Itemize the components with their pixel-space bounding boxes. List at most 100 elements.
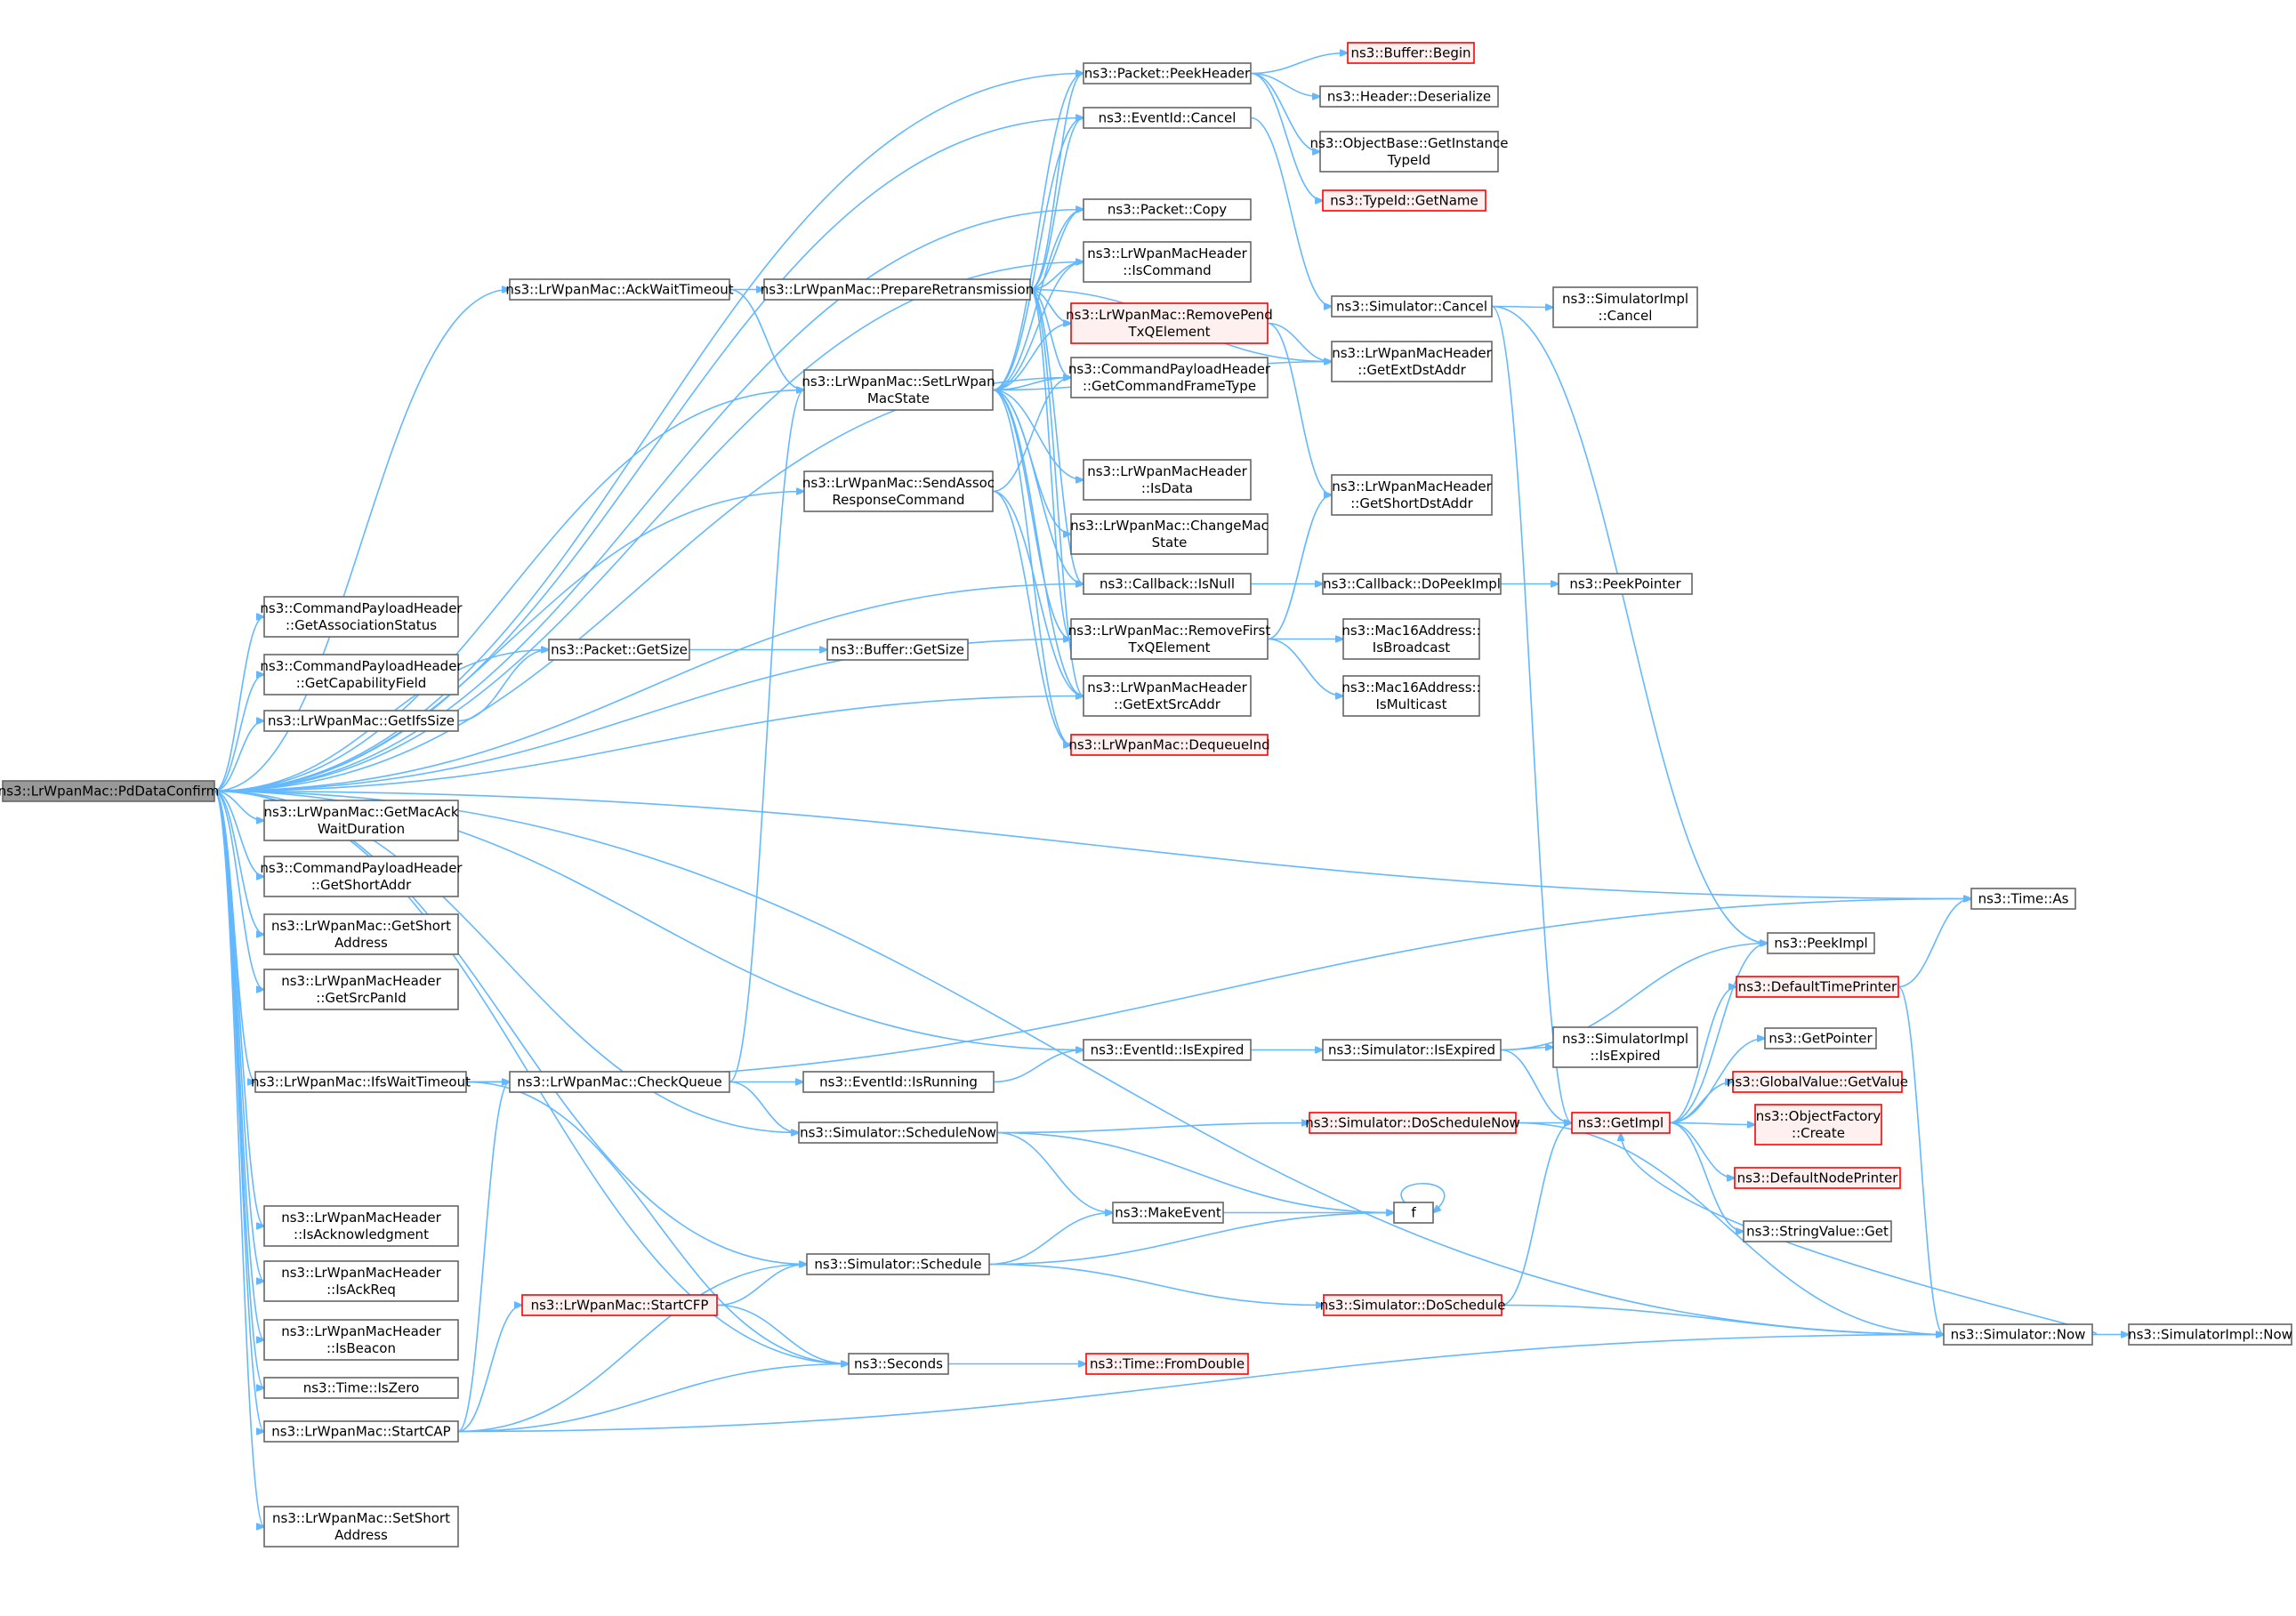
graph-node-bufbegin[interactable]: ns3::Buffer::Begin — [1347, 42, 1475, 64]
graph-node-defnodeprinter[interactable]: ns3::DefaultNodePrinter — [1734, 1167, 1901, 1189]
graph-node-fromdouble[interactable]: ns3::Time::FromDouble — [1085, 1353, 1249, 1375]
graph-node-prepretx[interactable]: ns3::LrWpanMac::PrepareRetransmission — [761, 278, 1034, 301]
node-label: IsBroadcast — [1373, 639, 1451, 655]
graph-node-typeidname[interactable]: ns3::TypeId::GetName — [1322, 189, 1486, 212]
graph-node-simcancel[interactable]: ns3::Simulator::Cancel — [1331, 295, 1493, 318]
node-box — [763, 278, 1031, 301]
graph-node-getextdst[interactable]: ns3::LrWpanMacHeader::GetExtDstAddr — [1331, 341, 1493, 382]
edge-pd-to-getextsrc — [213, 696, 1084, 792]
graph-node-doschedule[interactable]: ns3::Simulator::DoSchedule — [1320, 1294, 1506, 1316]
edge-prepretx-to-getextsrc — [1029, 288, 1084, 696]
node-label: ns3::Packet::Copy — [1108, 202, 1227, 218]
edge-pd-to-getsrcpan — [213, 790, 264, 990]
graph-node-cmdframetype[interactable]: ns3::CommandPayloadHeader::GetCommandFra… — [1068, 357, 1271, 398]
graph-node-getcapab[interactable]: ns3::CommandPayloadHeader::GetCapability… — [260, 654, 463, 695]
node-box — [1070, 302, 1269, 344]
graph-node-schedulenow[interactable]: ns3::Simulator::ScheduleNow — [798, 1122, 998, 1144]
node-label: ns3::LrWpanMacHeader — [1087, 245, 1247, 261]
graph-node-isbeacon[interactable]: ns3::LrWpanMacHeader::IsBeacon — [263, 1319, 459, 1361]
graph-node-getextsrc[interactable]: ns3::LrWpanMacHeader::GetExtSrcAddr — [1083, 675, 1252, 717]
graph-node-evcancel[interactable]: ns3::EventId::Cancel — [1083, 107, 1252, 129]
graph-node-getimpl[interactable]: ns3::GetImpl — [1571, 1112, 1671, 1134]
graph-node-simimplnow[interactable]: ns3::SimulatorImpl::Now — [2128, 1323, 2292, 1346]
graph-node-bufgetsize[interactable]: ns3::Buffer::GetSize — [826, 639, 969, 661]
graph-node-timeas[interactable]: ns3::Time::As — [1970, 888, 2076, 910]
graph-node-pd[interactable]: ns3::LrWpanMac::PdDataConfirm — [0, 780, 219, 802]
node-box — [1734, 1167, 1901, 1189]
edge-ifswait-to-timeas — [465, 899, 1971, 1083]
edge-schedulenow-to-doschednow — [996, 1123, 1309, 1134]
node-label: ns3::Time::As — [1978, 891, 2069, 907]
node-label: ns3::Packet::PeekHeader — [1084, 66, 1251, 82]
graph-node-deftimeprinter[interactable]: ns3::DefaultTimePrinter — [1736, 976, 1899, 998]
graph-node-hdrdeser[interactable]: ns3::Header::Deserialize — [1319, 85, 1499, 108]
edge-pd-to-cbisnull — [213, 584, 1084, 792]
node-box — [1970, 888, 2076, 910]
graph-node-iszero[interactable]: ns3::Time::IsZero — [263, 1377, 459, 1399]
graph-node-checkqueue[interactable]: ns3::LrWpanMac::CheckQueue — [509, 1071, 730, 1093]
graph-node-getassoc[interactable]: ns3::CommandPayloadHeader::GetAssociatio… — [260, 596, 463, 638]
graph-node-simnow[interactable]: ns3::Simulator::Now — [1943, 1323, 2093, 1346]
graph-node-getsrcpan[interactable]: ns3::LrWpanMacHeader::GetSrcPanId — [263, 969, 459, 1010]
node-label: ns3::Simulator::DoSchedule — [1320, 1298, 1506, 1314]
node-box — [1943, 1323, 2093, 1346]
graph-node-cbisnull[interactable]: ns3::Callback::IsNull — [1083, 573, 1252, 595]
graph-node-pktgetsize[interactable]: ns3::Packet::GetSize — [548, 639, 690, 661]
graph-node-objfactory[interactable]: ns3::ObjectFactory::Create — [1754, 1104, 1882, 1146]
edge-removefirst-to-getshortdst — [1267, 495, 1332, 640]
graph-node-isdata[interactable]: ns3::LrWpanMacHeader::IsData — [1083, 459, 1252, 501]
graph-node-simisexpired[interactable]: ns3::Simulator::IsExpired — [1322, 1039, 1502, 1061]
graph-node-schedule[interactable]: ns3::Simulator::Schedule — [806, 1253, 990, 1275]
graph-node-dequeueind[interactable]: ns3::LrWpanMac::DequeueInd — [1068, 734, 1270, 756]
node-label: ns3::DefaultTimePrinter — [1738, 979, 1897, 995]
graph-node-startcap[interactable]: ns3::LrWpanMac::StartCAP — [263, 1420, 459, 1443]
graph-node-simimplisexp[interactable]: ns3::SimulatorImpl::IsExpired — [1552, 1026, 1698, 1068]
edge-ifswait-to-seconds — [465, 1081, 849, 1364]
node-box — [1083, 459, 1252, 501]
graph-node-globalget[interactable]: ns3::GlobalValue::GetValue — [1727, 1071, 1908, 1093]
graph-node-getshortdst[interactable]: ns3::LrWpanMacHeader::GetShortDstAddr — [1331, 474, 1493, 516]
graph-node-ackwait[interactable]: ns3::LrWpanMac::AckWaitTimeout — [505, 278, 734, 301]
graph-node-peekimpl[interactable]: ns3::PeekImpl — [1767, 932, 1875, 954]
graph-node-evisexpired[interactable]: ns3::EventId::IsExpired — [1083, 1039, 1252, 1061]
graph-node-isackreq[interactable]: ns3::LrWpanMacHeader::IsAckReq — [263, 1260, 459, 1302]
graph-node-seconds[interactable]: ns3::Seconds — [848, 1353, 949, 1375]
graph-node-getifs[interactable]: ns3::LrWpanMac::GetIfsSize — [263, 710, 459, 732]
graph-node-getpointer[interactable]: ns3::GetPointer — [1764, 1027, 1877, 1049]
graph-node-cbdopeek[interactable]: ns3::Callback::DoPeekImpl — [1322, 573, 1502, 595]
node-box — [1083, 198, 1252, 221]
graph-node-peekheader[interactable]: ns3::Packet::PeekHeader — [1083, 62, 1252, 84]
node-label: ::IsAcknowledgment — [294, 1226, 429, 1242]
graph-node-getshortaddr[interactable]: ns3::CommandPayloadHeader::GetShortAddr — [260, 856, 463, 897]
graph-node-isack[interactable]: ns3::LrWpanMacHeader::IsAcknowledgment — [263, 1205, 459, 1247]
graph-node-stringget[interactable]: ns3::StringValue::Get — [1743, 1220, 1892, 1242]
graph-node-pktcopy[interactable]: ns3::Packet::Copy — [1083, 198, 1252, 221]
graph-node-simimplcancel[interactable]: ns3::SimulatorImpl::Cancel — [1552, 286, 1698, 328]
graph-node-doschednow[interactable]: ns3::Simulator::DoScheduleNow — [1305, 1112, 1520, 1134]
node-label: ::GetAssociationStatus — [286, 617, 437, 633]
node-box — [802, 1071, 995, 1093]
graph-node-isbroadcast[interactable]: ns3::Mac16Address::IsBroadcast — [1341, 618, 1481, 660]
edge-evisrunning-to-evisexpired — [993, 1050, 1084, 1083]
graph-node-evisrunning[interactable]: ns3::EventId::IsRunning — [802, 1071, 995, 1093]
graph-node-iscommand[interactable]: ns3::LrWpanMacHeader::IsCommand — [1083, 241, 1252, 283]
graph-node-peekpointer[interactable]: ns3::PeekPointer — [1558, 573, 1693, 595]
graph-node-f[interactable]: f — [1393, 1202, 1434, 1224]
edge-pd-to-pktcopy — [213, 210, 1084, 792]
graph-node-startcfp[interactable]: ns3::LrWpanMac::StartCFP — [521, 1294, 718, 1316]
graph-node-ifswait[interactable]: ns3::LrWpanMac::IfsWaitTimeout — [251, 1071, 471, 1093]
graph-node-ismulticast[interactable]: ns3::Mac16Address::IsMulticast — [1341, 675, 1481, 717]
node-label: ns3::LrWpanMac::PdDataConfirm — [0, 784, 219, 800]
graph-node-makeevent[interactable]: ns3::MakeEvent — [1112, 1202, 1224, 1224]
edge-sendassoc-to-cmdframetype — [992, 378, 1071, 493]
